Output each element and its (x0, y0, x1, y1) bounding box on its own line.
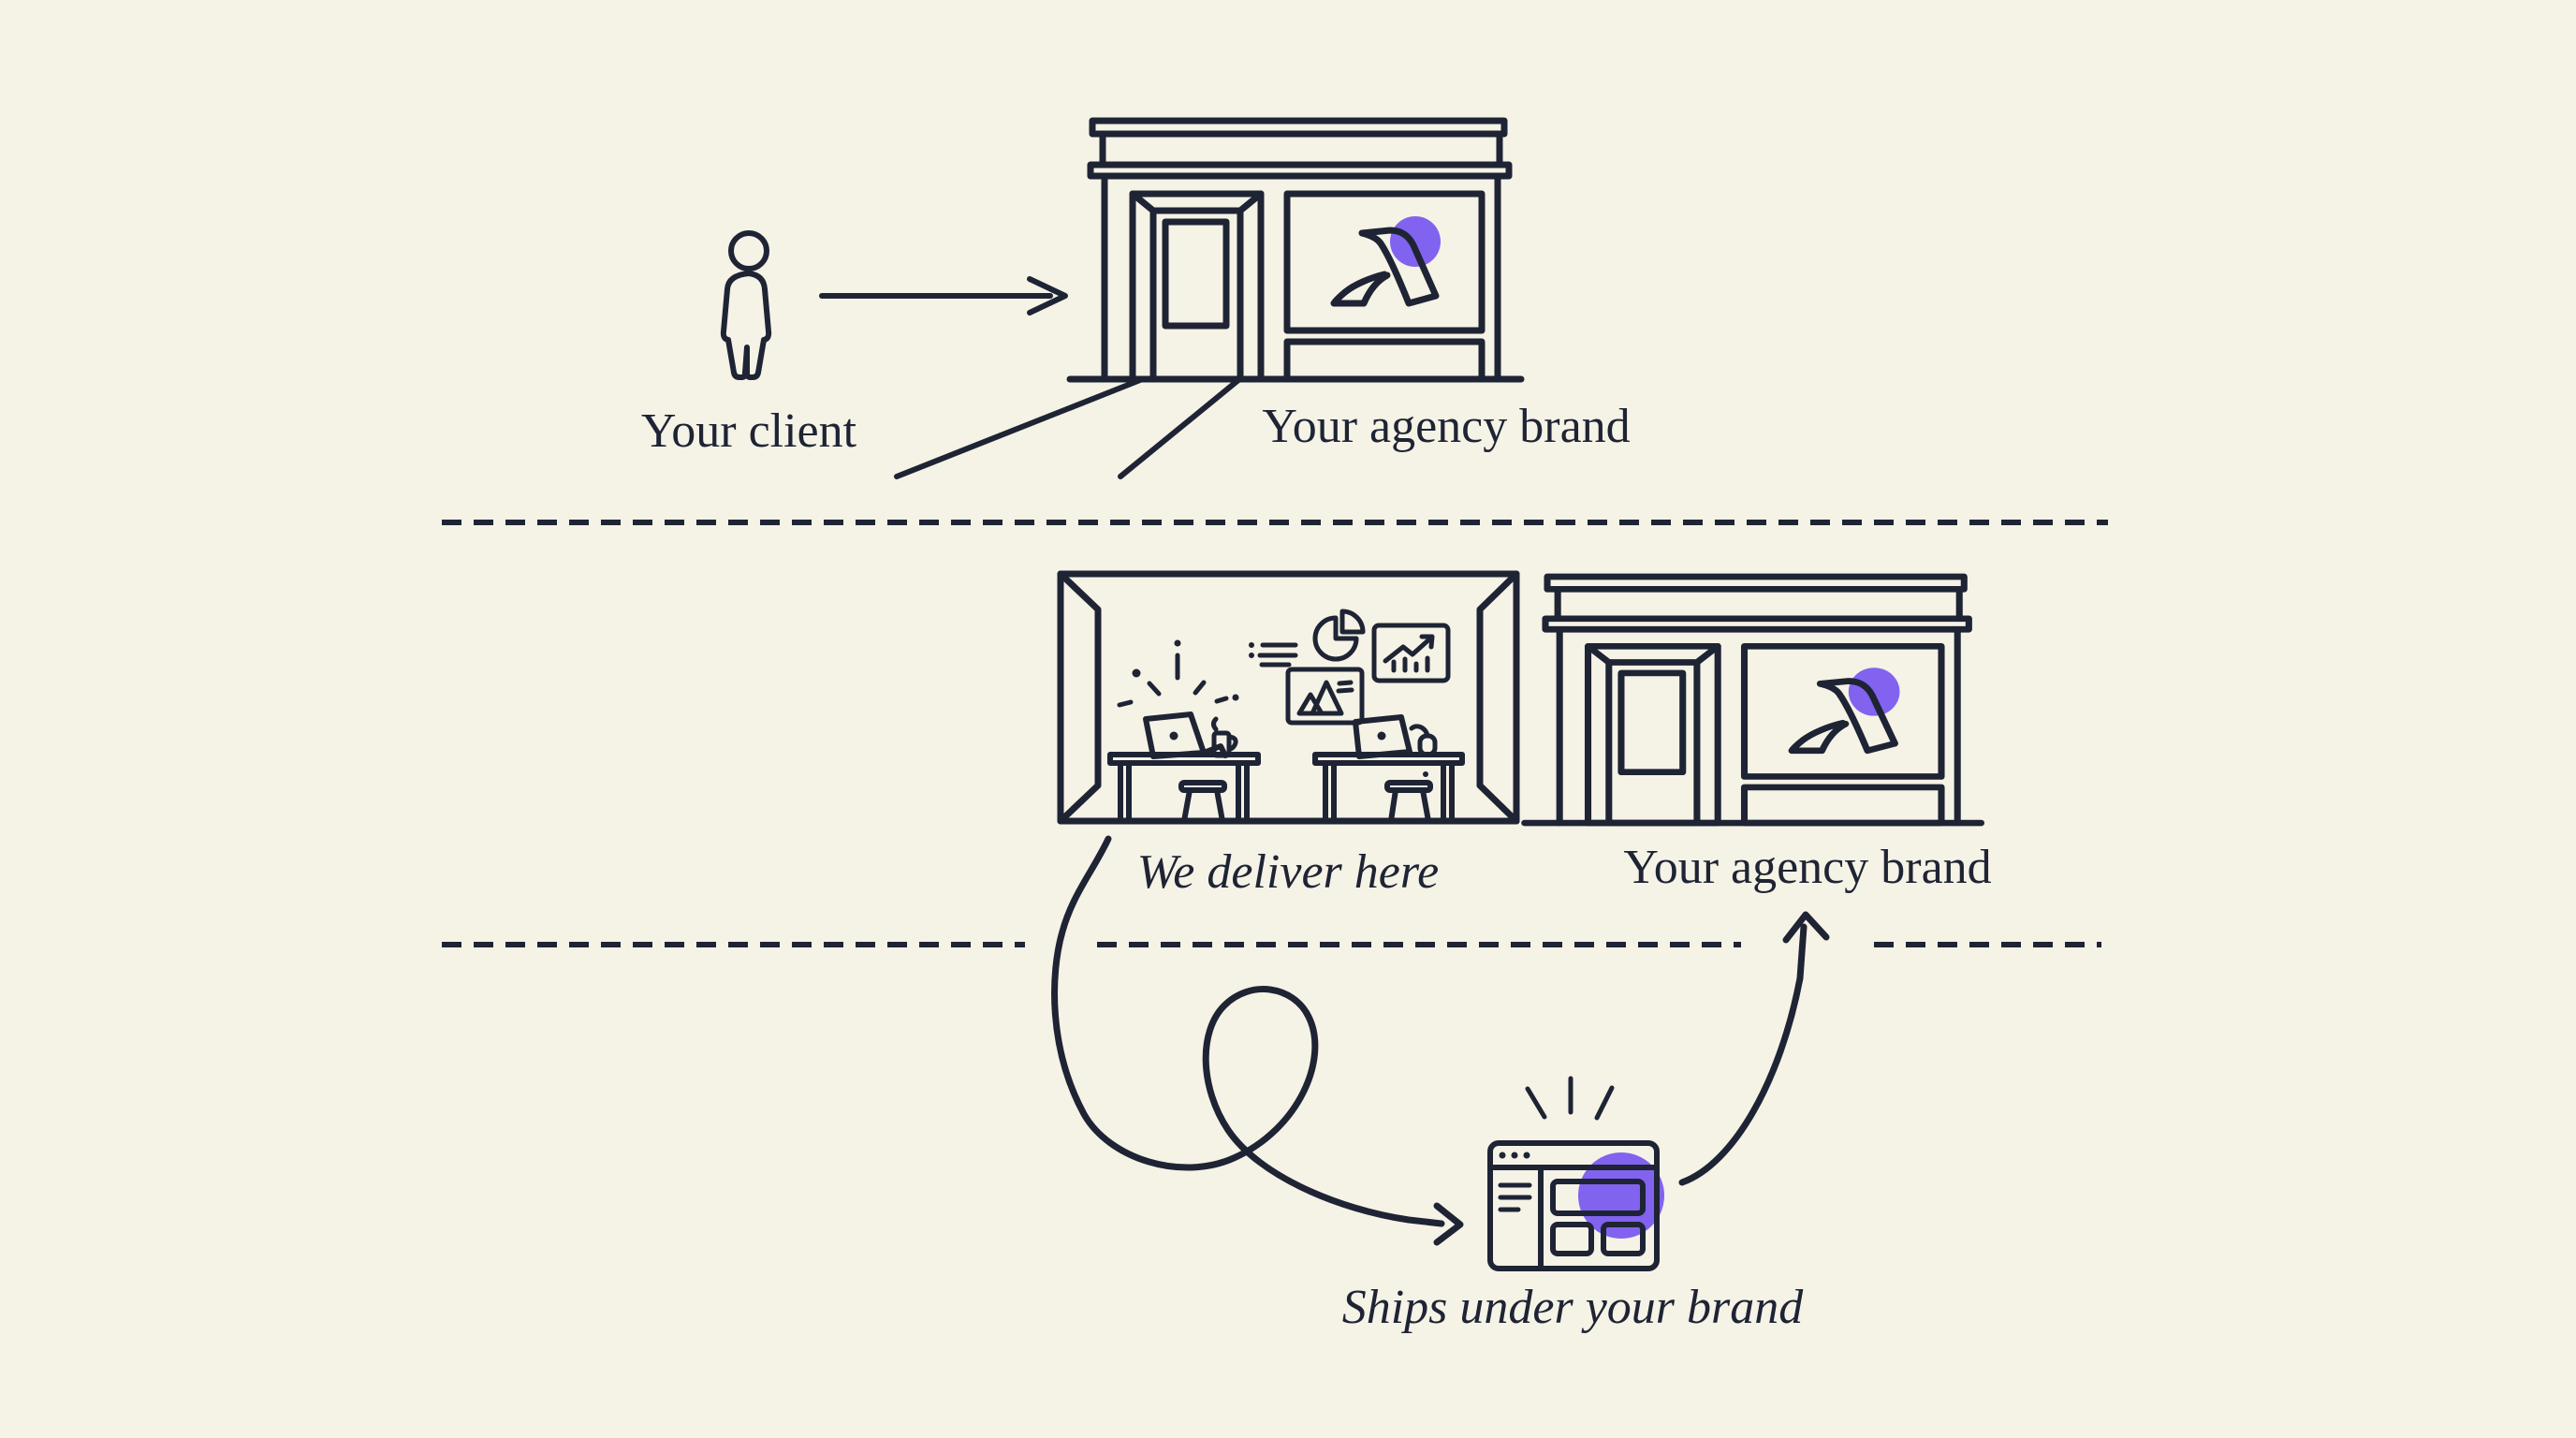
sidebar-lines (1498, 1182, 1532, 1212)
squiggle-arrow-icon (1051, 835, 1464, 1246)
mouse-icon (1409, 724, 1438, 757)
agency-brand-label-top: Your agency brand (1262, 400, 1630, 453)
laptop-icon (1143, 712, 1228, 759)
office-room-icon (1057, 570, 1520, 825)
list-icon (1249, 642, 1298, 668)
top-row: Your client Your agency brand (641, 121, 1631, 479)
sparkle-burst-icon (1117, 639, 1239, 708)
purple-dot (1578, 1152, 1664, 1239)
stool-icon (1384, 771, 1433, 824)
agency-brand-label-middle: Your agency brand (1623, 841, 1991, 894)
pie-chart-icon (1312, 609, 1366, 662)
image-frame-icon (1285, 667, 1365, 726)
client-label: Your client (641, 404, 857, 458)
growth-chart-icon (1371, 623, 1451, 683)
walkway-lines (894, 377, 1241, 479)
ships-label: Ships under your brand (1342, 1281, 1805, 1334)
up-arrow-icon (1678, 911, 1830, 1186)
browser-window-icon (1487, 1076, 1664, 1271)
bottom-row: Ships under your brand (1051, 835, 1830, 1334)
arrow-right-icon (819, 276, 1068, 315)
stool-icon (1178, 780, 1227, 824)
coffee-cup-icon (1211, 716, 1238, 758)
deliver-label: We deliver here (1137, 845, 1439, 899)
sparkle-burst-icon (1525, 1076, 1615, 1121)
agency-storefront-top (1070, 121, 1521, 379)
laptop-icon (1353, 714, 1412, 759)
agency-storefront-middle (1525, 577, 1982, 823)
middle-row: We deliver here Your agency brand (1057, 570, 1992, 899)
person-icon (720, 230, 772, 380)
